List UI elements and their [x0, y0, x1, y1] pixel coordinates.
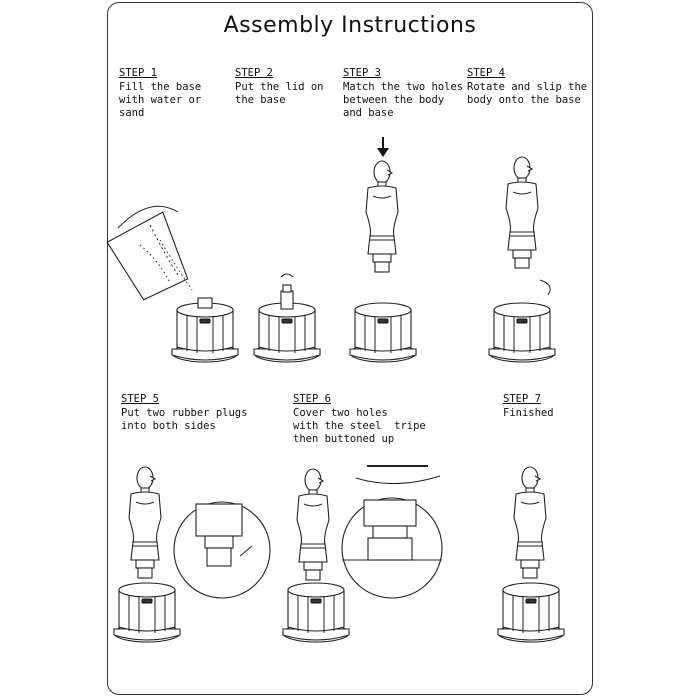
step-4-text: STEP 4 Rotate and slip the body onto the… [467, 67, 587, 107]
rotate-hint-icon [355, 475, 441, 484]
step-4-base [488, 302, 556, 363]
step-7-base [497, 582, 565, 643]
step-5-body [128, 466, 162, 579]
step-1-line-3: sand [119, 107, 145, 119]
step-6-line-2: with the steel tripe [293, 420, 426, 432]
step-1-line-2: with water or [119, 94, 202, 106]
step-6-zoom-detail [342, 499, 442, 561]
step-2-text: STEP 2 Put the lid on the base [235, 67, 324, 107]
step-7-body [513, 466, 547, 579]
rotate-arrow-icon [539, 279, 551, 296]
page-title: Assembly Instructions [223, 13, 477, 38]
step-4-body [505, 156, 539, 269]
step-3-base [349, 302, 417, 363]
step-2-label: STEP 2 [235, 67, 273, 79]
step-6-base [282, 582, 350, 643]
step-6-line-3: then buttoned up [293, 433, 395, 445]
step-7-text: STEP 7 Finished [503, 393, 554, 420]
step-6-body [296, 468, 330, 581]
step-5-line-1: Put two rubber plugs [121, 407, 248, 419]
step-5-text: STEP 5 Put two rubber plugs into both si… [121, 393, 247, 433]
step-2-line-2: the base [235, 94, 286, 106]
step-6-text: STEP 6 Cover two holes with the steel tr… [293, 393, 426, 446]
step-2-base [253, 273, 321, 363]
step-5-base [113, 582, 181, 643]
step-4-line-2: body onto the base [467, 94, 581, 106]
step-5-line-2: into both sides [121, 420, 216, 432]
step-1-line-1: Fill the base [119, 81, 202, 93]
step-5-zoom-detail [195, 503, 253, 567]
step-3-body [365, 160, 399, 273]
step-3-text: STEP 3 Match the two holes between the b… [343, 67, 463, 120]
step-4-label: STEP 4 [467, 67, 505, 79]
step-7-line-1: Finished [503, 407, 554, 419]
step-3-arrow [377, 137, 389, 157]
step-6-line-1: Cover two holes [293, 407, 388, 419]
step-4-line-1: Rotate and slip the [467, 81, 588, 93]
step-1-label: STEP 1 [119, 67, 157, 79]
step-3-line-2: between the body [343, 94, 445, 106]
step-5-label: STEP 5 [121, 393, 159, 405]
step-7-label: STEP 7 [503, 393, 541, 405]
step-3-line-3: and base [343, 107, 394, 119]
step-6-label: STEP 6 [293, 393, 331, 405]
step-3-label: STEP 3 [343, 67, 381, 79]
bucket-illustration [106, 205, 193, 301]
step-1-text: STEP 1 Fill the base with water or sand [119, 67, 201, 120]
step-3-line-1: Match the two holes [343, 81, 464, 93]
step-2-line-1: Put the lid on [235, 81, 324, 93]
step-1-base [171, 297, 239, 363]
